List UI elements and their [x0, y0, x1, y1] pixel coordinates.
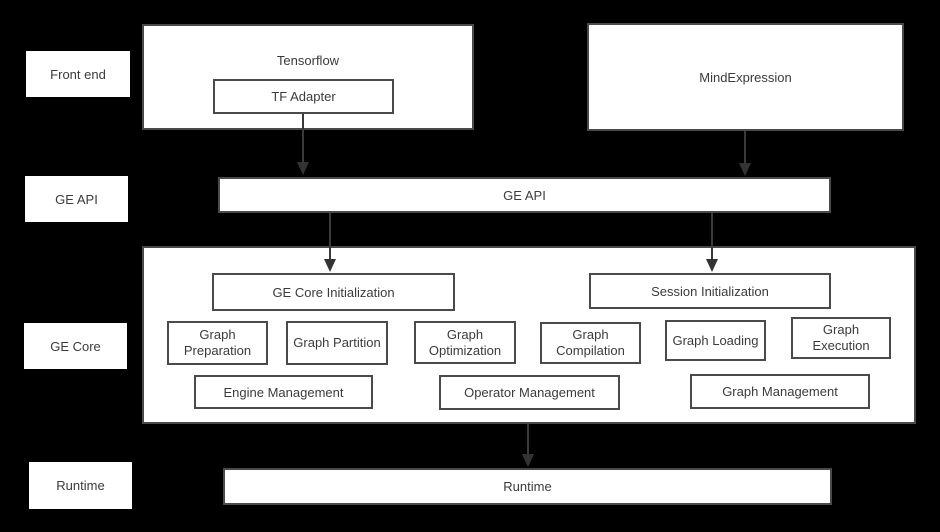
mindexpression-box: MindExpression [587, 23, 904, 131]
ge-api-bar: GE API [218, 177, 831, 213]
graph-management-box: Graph Management [690, 374, 870, 409]
graph-preparation-box: Graph Preparation [167, 321, 268, 365]
graph-optimization-box: Graph Optimization [414, 321, 516, 364]
graph-execution-box: Graph Execution [791, 317, 891, 359]
arrow-head-icon [297, 162, 309, 175]
operator-management-box: Operator Management [439, 375, 620, 410]
layer-label-runtime: Runtime [29, 462, 132, 509]
arrow-head-icon [522, 454, 534, 467]
arrow-ge-api-to-ge-core-initialization [323, 213, 337, 272]
arrow-head-icon [324, 259, 336, 272]
arrow-shaft [711, 213, 713, 259]
tf-adapter-box: TF Adapter [213, 79, 394, 114]
arrow-shaft [302, 114, 304, 162]
arrow-tf-adapter-to-ge-api [296, 114, 310, 175]
ge-core-initialization-box: GE Core Initialization [212, 273, 455, 311]
engine-management-box: Engine Management [194, 375, 373, 409]
layer-label-front-end: Front end [26, 51, 130, 97]
layer-label-ge-api: GE API [25, 176, 128, 222]
arrow-head-icon [739, 163, 751, 176]
arrow-shaft [744, 131, 746, 163]
arrow-mindexpression-to-ge-api [738, 131, 752, 176]
arrow-shaft [329, 213, 331, 259]
graph-loading-box: Graph Loading [665, 320, 766, 361]
session-initialization-box: Session Initialization [589, 273, 831, 309]
ge-core-box: GE Core Initialization Session Initializ… [142, 246, 916, 424]
runtime-bar: Runtime [223, 468, 832, 505]
arrow-ge-api-to-session-initialization [705, 213, 719, 272]
layer-label-ge-core: GE Core [24, 323, 127, 369]
tensorflow-label: Tensorflow [276, 53, 340, 68]
graph-partition-box: Graph Partition [286, 321, 388, 365]
arrow-head-icon [706, 259, 718, 272]
graph-compilation-box: Graph Compilation [540, 322, 641, 364]
tensorflow-box: Tensorflow TF Adapter [142, 24, 474, 130]
arrow-shaft [527, 424, 529, 454]
arrow-ge-core-to-runtime [521, 424, 535, 467]
